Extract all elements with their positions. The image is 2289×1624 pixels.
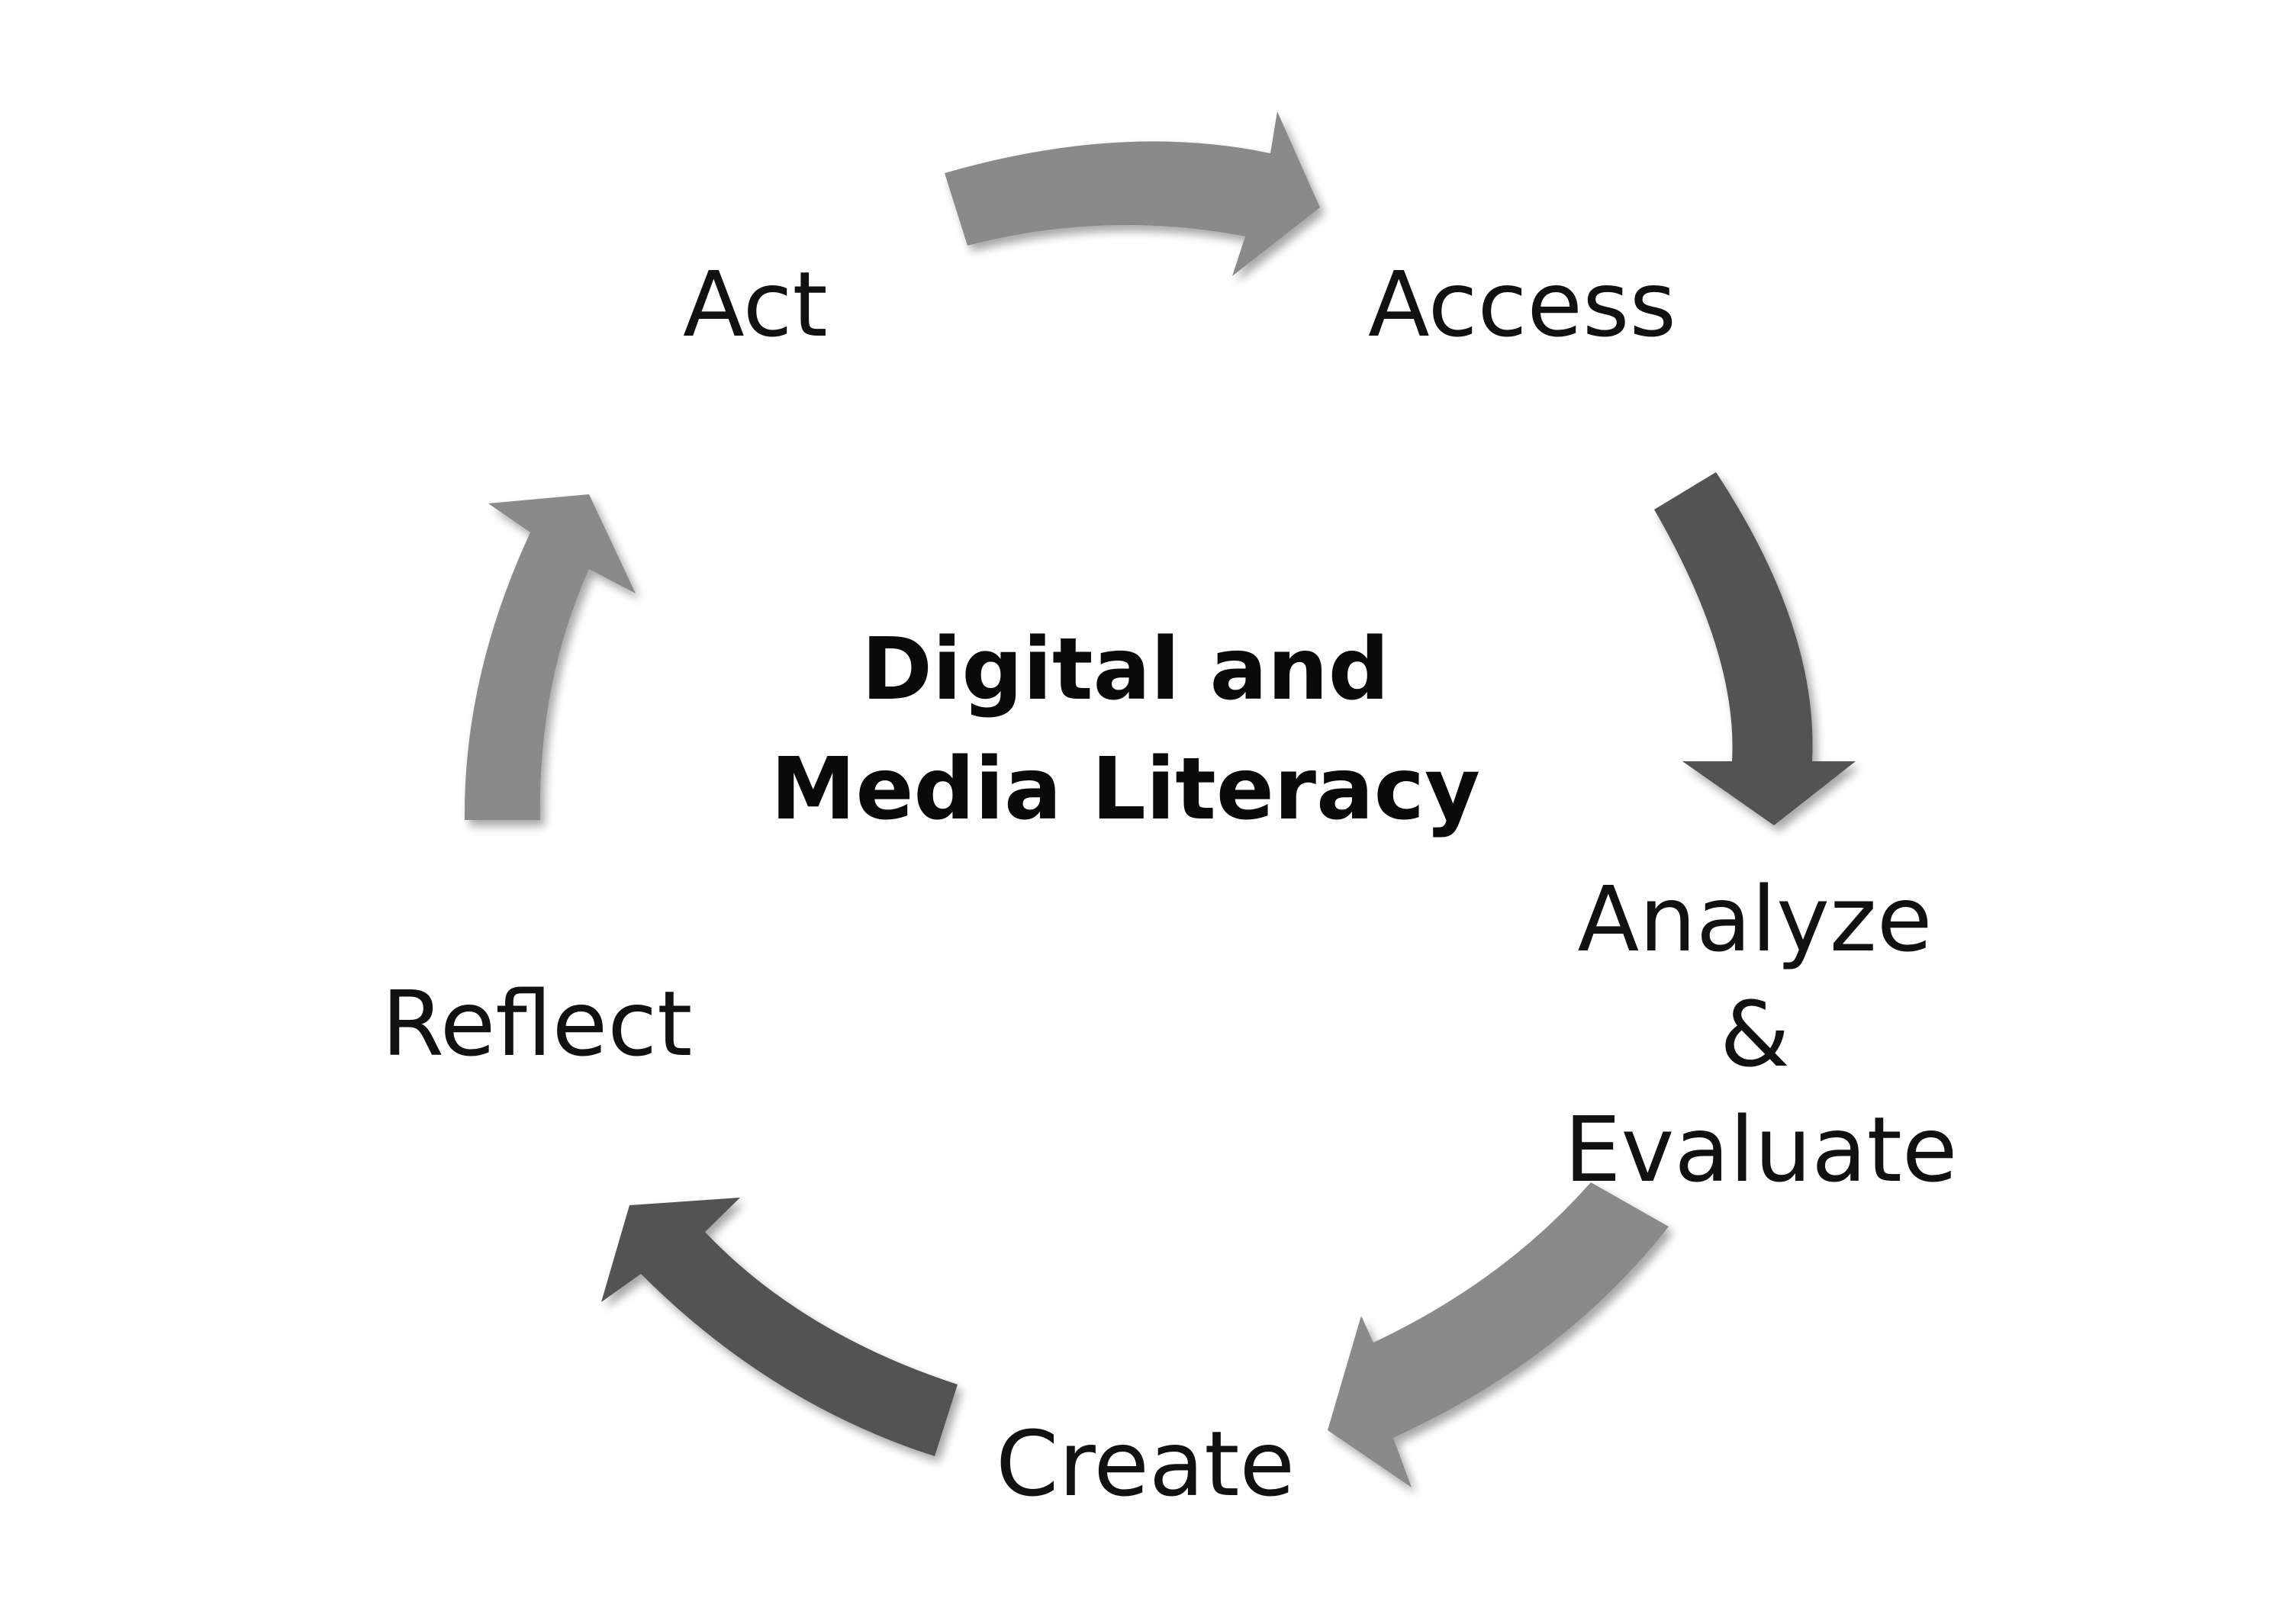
stage-act-label: Act	[683, 252, 828, 357]
center-title-line-1: Digital and	[861, 620, 1389, 719]
arrow-reflect-to-act	[464, 494, 636, 820]
arrow-analyze-to-create	[1328, 1182, 1669, 1487]
stage-analyze-line: Analyze	[1577, 867, 1933, 972]
stage-ampersand-line: &	[1719, 982, 1790, 1088]
center-title-line-2: Media Literacy	[770, 739, 1480, 839]
stage-analyze-evaluate-label: Analyze & Evaluate	[1564, 862, 1958, 1208]
stage-reflect-label: Reflect	[382, 971, 693, 1076]
stage-evaluate-line: Evaluate	[1564, 1097, 1958, 1203]
arrow-create-to-reflect	[601, 1198, 958, 1456]
stage-access-label: Access	[1368, 252, 1676, 357]
arrow-act-to-access	[945, 111, 1320, 276]
stage-create-label: Create	[996, 1411, 1296, 1516]
center-title: Digital and Media Literacy	[763, 610, 1488, 850]
arrow-access-to-analyze	[1654, 472, 1856, 825]
